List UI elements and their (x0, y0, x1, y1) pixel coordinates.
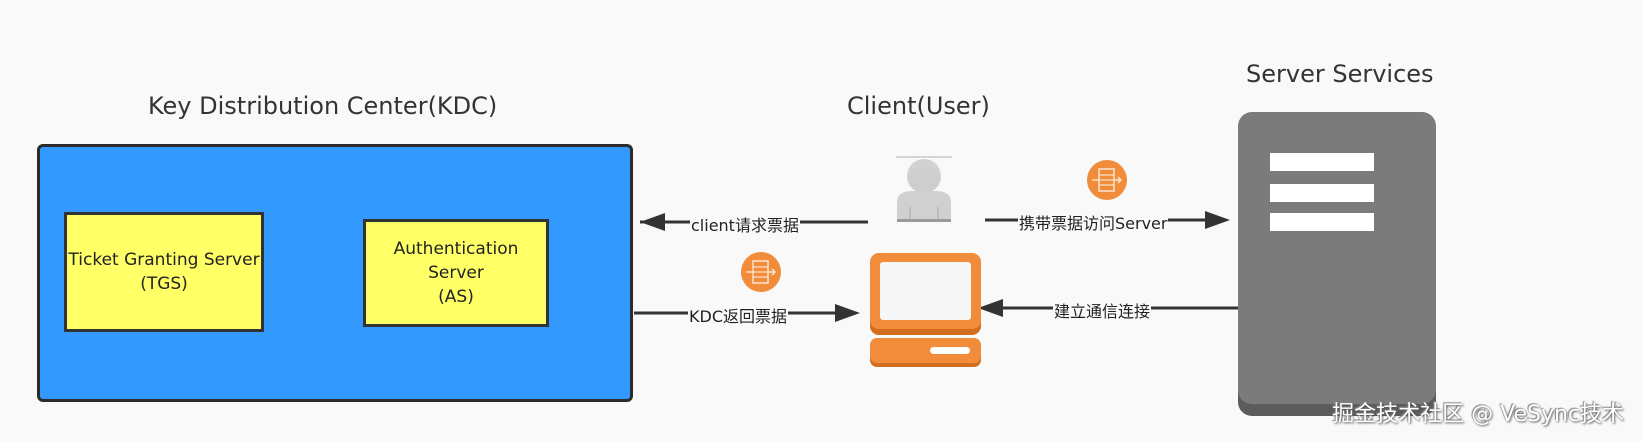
server-icon (1238, 112, 1436, 404)
arrowhead-client-to-server (1205, 211, 1230, 229)
watermark: 掘金技术社区 @ VeSync技术 (1332, 402, 1624, 427)
tgs-label: Ticket Granting Server (68, 250, 260, 270)
arrowhead-server-to-client (978, 299, 1003, 317)
server-slot (1270, 153, 1374, 171)
edge-label-access-server: 携带票据访问Server (1018, 210, 1169, 234)
server-title: Server Services (1246, 60, 1434, 88)
server-slot (1270, 213, 1374, 231)
ticket-icon (741, 252, 781, 292)
tgs-abbr: (TGS) (140, 274, 188, 294)
arrowhead-kdc-to-client (835, 304, 860, 322)
tgs-box: Ticket Granting Server (TGS) (64, 212, 264, 332)
arrowhead-client-to-kdc (640, 213, 665, 231)
as-box: Authentication Server (AS) (363, 219, 549, 327)
as-abbr: (AS) (438, 287, 474, 307)
ticket-icon (1087, 160, 1127, 200)
edge-label-kdc-return: KDC返回票据 (688, 303, 788, 327)
edge-label-establish-connection: 建立通信连接 (1053, 298, 1152, 322)
server-slot (1270, 184, 1374, 202)
client-title: Client(User) (847, 92, 990, 120)
edge-label-client-request: client请求票据 (690, 212, 800, 236)
kdc-title: Key Distribution Center(KDC) (148, 92, 498, 120)
user-icon (896, 156, 952, 222)
as-label: Authentication Server (393, 239, 519, 283)
computer-icon (870, 253, 981, 367)
